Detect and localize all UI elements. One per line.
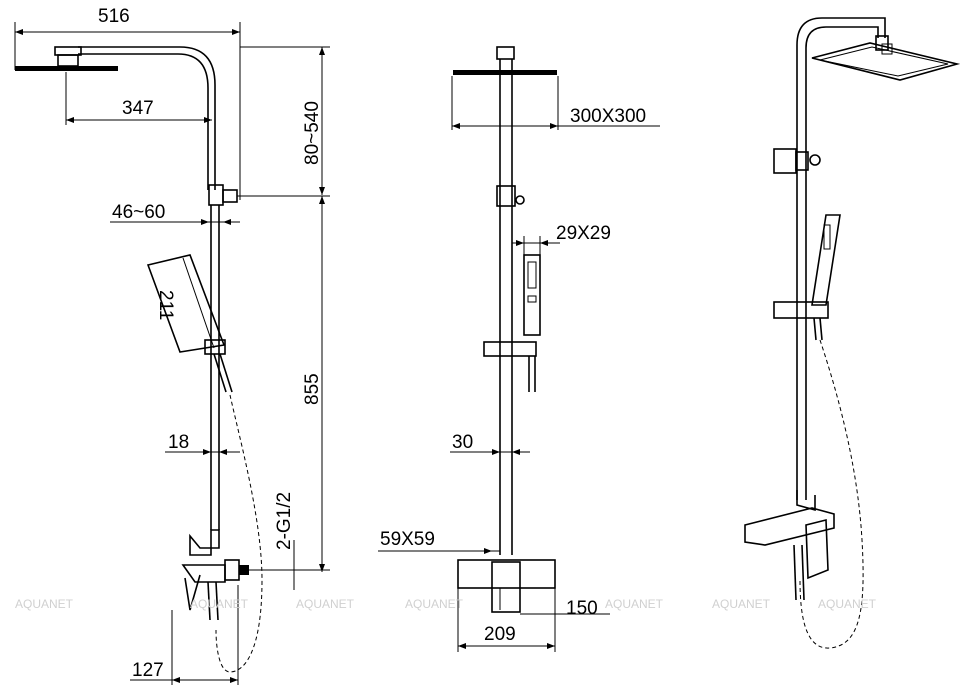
watermark-7: AQUANET: [818, 597, 877, 611]
watermarks: AQUANET AQUANET AQUANET AQUANET AQUANET …: [15, 597, 877, 611]
dim-riser-section: 30: [452, 432, 473, 453]
dim-pipe-diameter: 18: [168, 432, 189, 453]
dim-thread: 2-G1/2: [274, 492, 295, 550]
dim-bracket-spacing: 46~60: [112, 202, 165, 223]
watermark-5: AQUANET: [605, 597, 664, 611]
perspective-view: [744, 17, 960, 649]
watermark-6: AQUANET: [712, 597, 771, 611]
dim-mixer-width: 209: [484, 624, 516, 645]
dim-handshower-section: 29X29: [556, 223, 611, 244]
dim-mixer-section: 59X59: [380, 529, 435, 550]
dim-height-adjust: 80~540: [302, 101, 323, 165]
dim-mixer-depth: 150: [566, 598, 598, 619]
watermark-3: AQUANET: [296, 597, 355, 611]
watermark-4: AQUANET: [405, 597, 464, 611]
dim-overall-width: 516: [98, 6, 130, 27]
mixer-side: [181, 529, 249, 621]
dim-wall-offset: 127: [132, 660, 164, 681]
dim-head-size: 300X300: [570, 106, 646, 127]
watermark-2: AQUANET: [190, 597, 249, 611]
side-view: 516 347 80~540 46~60: [14, 6, 330, 685]
rain-head-side: [15, 46, 118, 71]
dim-handshower-length: 211: [155, 290, 176, 320]
dim-arm-reach: 347: [122, 98, 154, 119]
dim-bar-height: 855: [302, 373, 323, 405]
front-view: 300X300 29X29 30 59X59: [378, 46, 660, 652]
watermark-1: AQUANET: [15, 597, 74, 611]
